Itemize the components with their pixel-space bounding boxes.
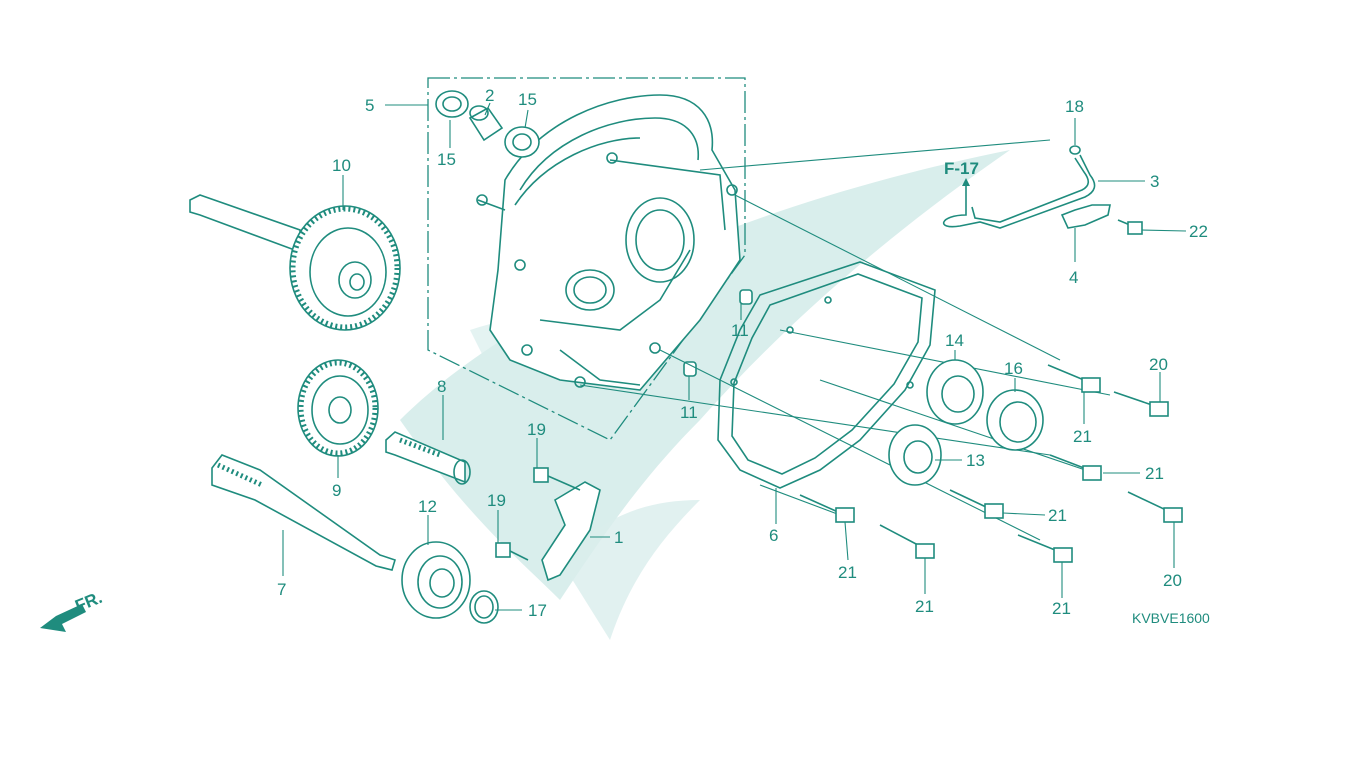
callout-19-upper: 19 bbox=[527, 420, 546, 439]
oil-seal-15-left bbox=[435, 90, 469, 118]
case-assembly-boundary bbox=[427, 77, 746, 441]
callout-17: 17 bbox=[528, 601, 547, 620]
countershaft-8 bbox=[385, 431, 471, 485]
callout-21-e: 21 bbox=[915, 597, 934, 616]
oil-seal-15-right bbox=[504, 126, 540, 158]
callout-15-bottom: 15 bbox=[437, 150, 456, 169]
front-marker: FR. bbox=[72, 588, 105, 616]
callout-9: 9 bbox=[332, 481, 341, 500]
bearing-14 bbox=[926, 359, 984, 425]
leader-lines bbox=[282, 102, 1187, 611]
bearing-13 bbox=[888, 424, 942, 486]
callout-18: 18 bbox=[1065, 97, 1084, 116]
callout-6: 6 bbox=[769, 526, 778, 545]
drive-shaft-7 bbox=[211, 454, 396, 571]
breather-tube-3 bbox=[942, 154, 1096, 229]
bearing-12 bbox=[401, 541, 471, 619]
bolt-21-c bbox=[949, 489, 1004, 519]
section-ref-f17: F-17 bbox=[944, 159, 979, 178]
gear-9 bbox=[297, 359, 379, 457]
dowel-pin-11-upper bbox=[739, 289, 753, 305]
bolt-21-b bbox=[1049, 454, 1102, 481]
callout-2: 2 bbox=[485, 86, 494, 105]
callout-13: 13 bbox=[966, 451, 985, 470]
transmission-case bbox=[476, 94, 741, 391]
callout-20-lower: 20 bbox=[1163, 571, 1182, 590]
bolt-21-f bbox=[1017, 534, 1073, 563]
callout-12: 12 bbox=[418, 497, 437, 516]
callout-22: 22 bbox=[1189, 222, 1208, 241]
dowel-pin-11-lower bbox=[683, 361, 697, 377]
clamp-4 bbox=[1060, 204, 1111, 229]
final-shaft-gear-10 bbox=[189, 194, 401, 331]
callout-21-a: 21 bbox=[1073, 427, 1092, 446]
callout-8: 8 bbox=[437, 377, 446, 396]
bolt-20-a bbox=[1113, 391, 1169, 417]
bolt-22 bbox=[1117, 219, 1143, 235]
callout-11-upper: 11 bbox=[731, 321, 749, 340]
callout-21-c: 21 bbox=[1048, 506, 1067, 525]
bolt-19-lower bbox=[495, 542, 529, 561]
callout-14: 14 bbox=[945, 331, 964, 350]
callout-3: 3 bbox=[1150, 172, 1159, 191]
callout-10: 10 bbox=[332, 156, 351, 175]
callout-11-lower: 11 bbox=[680, 403, 698, 422]
oil-seal-16 bbox=[986, 389, 1044, 451]
callout-19-lower: 19 bbox=[487, 491, 506, 510]
clip-18 bbox=[1069, 145, 1081, 155]
front-arrow-icon bbox=[40, 604, 86, 632]
callout-4: 4 bbox=[1069, 268, 1078, 287]
bolt-21-a bbox=[1047, 364, 1101, 393]
callout-20-upper: 20 bbox=[1149, 355, 1168, 374]
callout-21-f: 21 bbox=[1052, 599, 1071, 618]
breather-tube-3-inner bbox=[971, 157, 1090, 223]
callout-21-b: 21 bbox=[1145, 464, 1164, 483]
bolt-21-e bbox=[879, 524, 935, 559]
callout-5: 5 bbox=[365, 96, 374, 115]
callout-7: 7 bbox=[277, 580, 286, 599]
bolt-20-b bbox=[1127, 491, 1183, 523]
callout-16: 16 bbox=[1004, 359, 1023, 378]
circlip-17 bbox=[469, 590, 499, 624]
collar-2 bbox=[468, 105, 504, 142]
bolt-21-d bbox=[799, 494, 855, 523]
f17-arrowhead bbox=[962, 178, 970, 186]
callout-15-top: 15 bbox=[518, 90, 537, 109]
callout-21-d: 21 bbox=[838, 563, 857, 582]
setting-plate-1 bbox=[541, 481, 601, 582]
callout-1: 1 bbox=[614, 528, 623, 547]
bolt-19-upper bbox=[533, 467, 581, 491]
diagram-code: KVBVE1600 bbox=[1132, 610, 1210, 626]
